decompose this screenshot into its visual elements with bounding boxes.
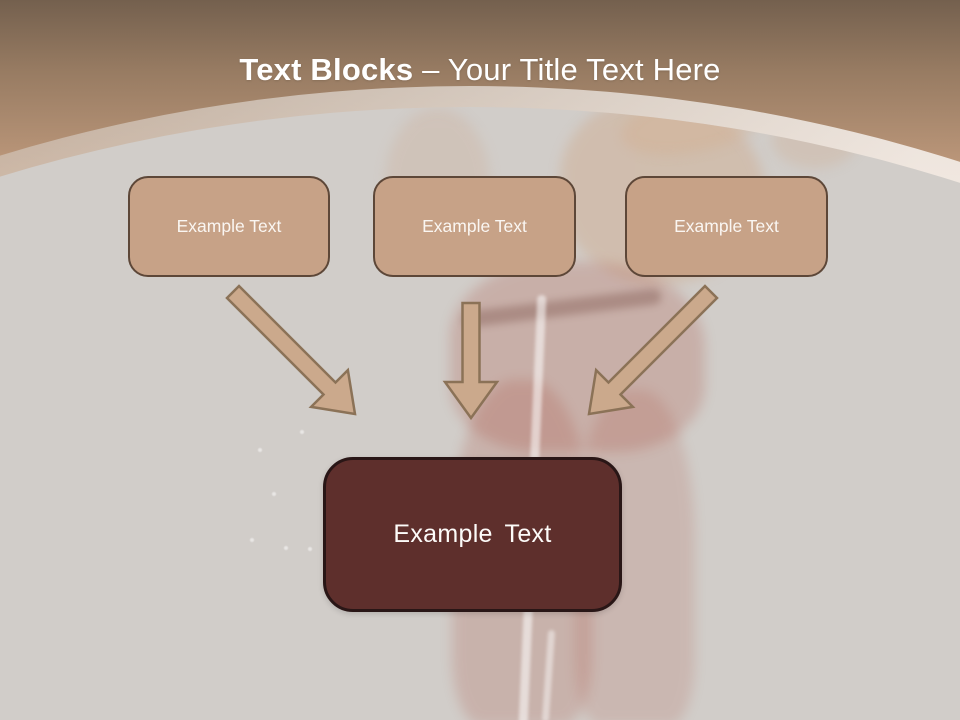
bottom-box: Example Text xyxy=(323,457,622,612)
bottom-box-label: Example Text xyxy=(393,520,552,548)
dust-speck xyxy=(308,547,312,551)
photo-pants-shape xyxy=(450,262,705,452)
down-right-arrow-icon xyxy=(225,284,357,416)
top-box-1-label: Example Text xyxy=(176,216,282,236)
top-box-3-label: Example Text xyxy=(674,216,779,236)
title-regular-text: – Your Title Text Here xyxy=(413,52,721,87)
dust-speck xyxy=(250,538,254,542)
title-bold-text: Text Blocks xyxy=(239,52,414,87)
top-box-1: Example Text xyxy=(128,176,330,277)
dust-speck xyxy=(284,546,288,550)
dust-speck xyxy=(272,492,276,496)
down-arrow-icon xyxy=(442,301,500,421)
top-box-3: Example Text xyxy=(625,176,828,277)
dust-speck xyxy=(258,448,262,452)
page-title: Text Blocks – Your Title Text Here xyxy=(0,52,960,88)
top-box-2: Example Text xyxy=(373,176,576,277)
dust-speck xyxy=(300,430,304,434)
top-box-2-label: Example Text xyxy=(422,216,527,236)
down-left-arrow-icon xyxy=(587,284,719,416)
